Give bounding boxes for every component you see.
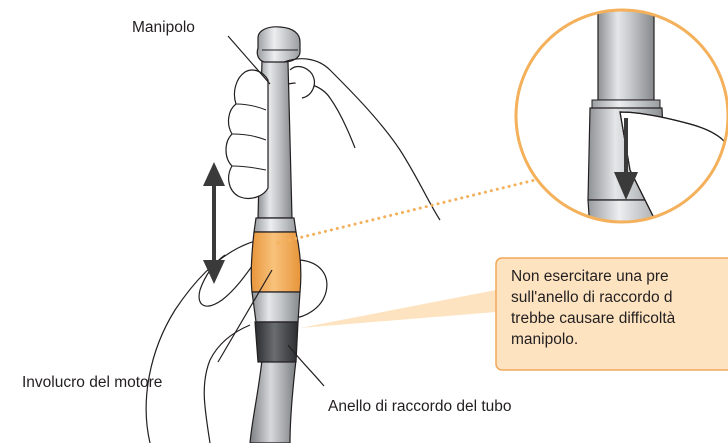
callout-line: trebbe causare difficoltà <box>511 308 728 329</box>
double-arrow-icon <box>203 162 225 284</box>
callout-pointer <box>300 290 496 328</box>
zoom-connector-dotted <box>278 180 535 243</box>
tube <box>250 360 296 443</box>
left-hand-thumb <box>204 325 250 443</box>
callout-line: manipolo. <box>511 329 728 350</box>
callout-text: Non esercitare una pre sull'anello di ra… <box>511 266 728 350</box>
coupling-ring <box>255 322 298 362</box>
callout-line: Non esercitare una pre <box>511 266 728 287</box>
zoom-detail <box>516 0 728 230</box>
label-tube-coupling-ring: Anello di raccordo del tubo <box>328 398 512 416</box>
callout-line: sull'anello di raccordo d <box>511 287 728 308</box>
label-motor-housing: Involucro del motore <box>22 374 162 392</box>
motor-upper <box>254 218 296 232</box>
motor-housing-orange <box>251 232 301 292</box>
label-handpiece: Manipolo <box>132 19 195 37</box>
motor-lower <box>252 292 300 322</box>
handpiece-head <box>257 27 300 62</box>
